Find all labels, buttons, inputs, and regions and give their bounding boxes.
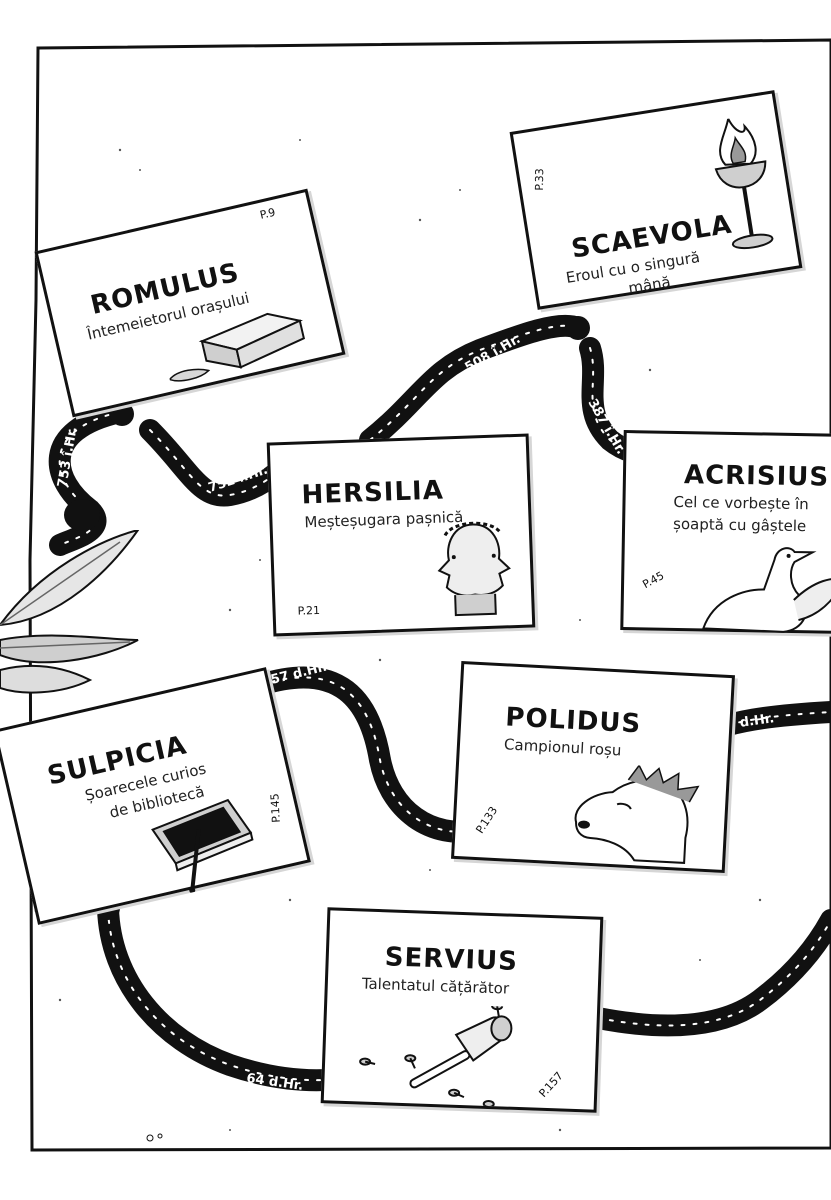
card-hersilia-page: P.21 <box>297 603 321 618</box>
goose-icon <box>701 547 831 633</box>
card-acrisius-name: ACRISIUS <box>683 460 830 493</box>
card-polidus-page: P.133 <box>473 804 501 836</box>
card-acrisius-page: P.45 <box>640 568 667 592</box>
rope-387-segments <box>589 347 651 455</box>
rope-508 <box>359 314 589 451</box>
card-polidus-subtitle: Campionul roșu <box>503 735 622 760</box>
card-sulpicia[interactable]: SULPICIA Șoarecele curios de bibliotecă … <box>0 667 311 925</box>
card-sulpicia-page: P.145 <box>268 792 283 824</box>
hammer-and-nails-icon <box>359 1002 513 1108</box>
card-romulus-page: P.9 <box>258 205 277 222</box>
butter-block-icon <box>168 312 306 382</box>
card-polidus[interactable]: POLIDUS Campionul roșu P.133 <box>451 660 735 874</box>
horse-head-icon <box>574 763 700 864</box>
card-hersilia-name: HERSILIA <box>301 475 445 511</box>
card-romulus[interactable]: ROMULUS Întemeietorul orașului P.9 <box>34 188 346 418</box>
rope-753-segments <box>58 411 121 546</box>
rope-752-segments <box>149 429 293 497</box>
card-scaevola-page: P.33 <box>532 168 547 191</box>
card-hersilia[interactable]: HERSILIA Meșteșugara pașnică P.21 <box>266 433 536 637</box>
card-polidus-name: POLIDUS <box>504 702 642 740</box>
rope-servius-right-segments <box>597 919 831 1027</box>
card-acrisius[interactable]: ACRISIUS Cel ce vorbește în șoaptă cu gâ… <box>620 430 831 634</box>
rope-64-segments <box>107 907 349 1082</box>
paper-speckles <box>34 139 762 1142</box>
wax-tablet-icon <box>151 798 254 894</box>
card-scaevola[interactable]: SCAEVOLA Eroul cu o singură mână P.33 <box>509 90 803 310</box>
card-acrisius-subtitle-1: Cel ce vorbește în <box>673 492 809 514</box>
rope-57-segments <box>259 676 481 833</box>
card-acrisius-subtitle-2: șoaptă cu gâștele <box>672 514 807 536</box>
card-servius[interactable]: SERVIUS Talentatul cățărător P.157 <box>320 907 604 1113</box>
two-faced-janus-icon <box>437 521 511 617</box>
card-servius-subtitle: Talentatul cățărător <box>361 974 510 998</box>
rope-knot <box>64 499 100 531</box>
flaming-goblet-icon <box>714 115 774 250</box>
leaf-icon <box>0 530 140 694</box>
card-servius-page: P.157 <box>536 1069 566 1100</box>
card-servius-name: SERVIUS <box>384 942 519 977</box>
